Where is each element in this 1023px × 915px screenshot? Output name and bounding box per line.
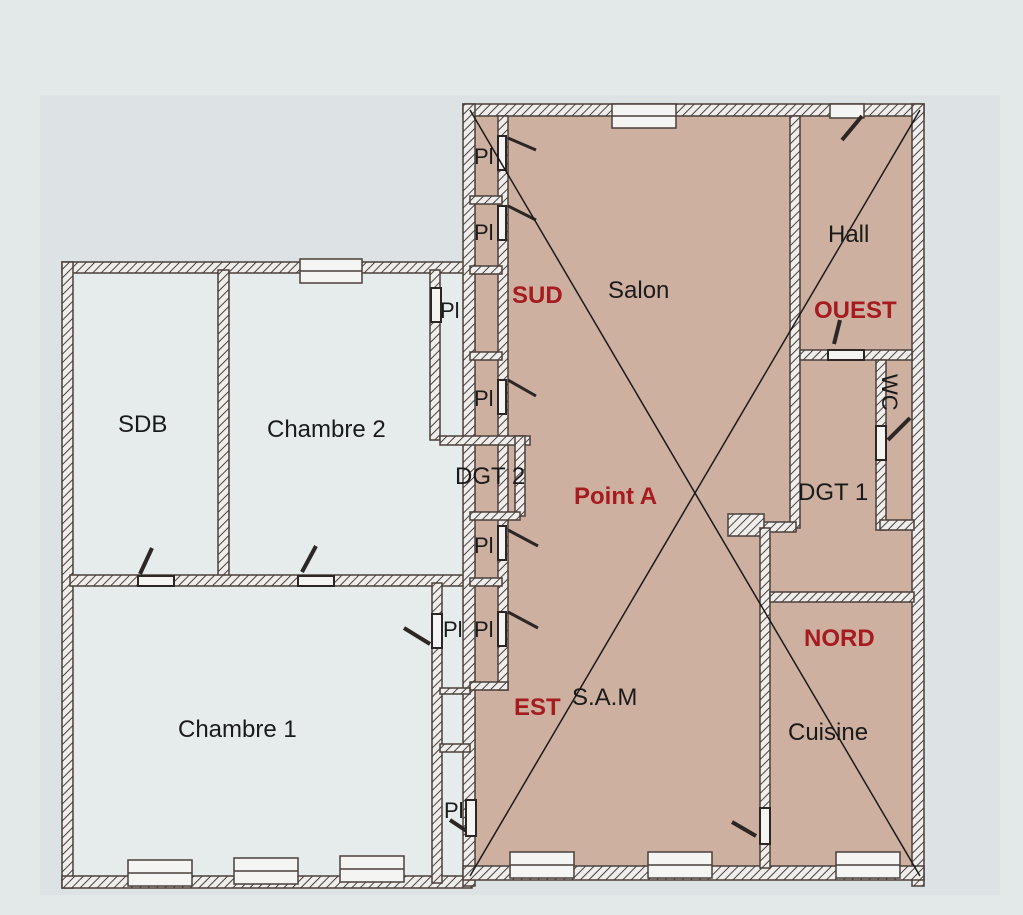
room-label-cuisine: Cuisine: [788, 719, 868, 746]
diagonal-top-right-to-bottom-left: [469, 109, 921, 877]
closet-label-4: Pl: [474, 386, 494, 411]
orientation-nord: NORD: [804, 625, 875, 652]
orientation-ouest: OUEST: [814, 297, 897, 324]
closet-label-8: Pl: [444, 798, 464, 823]
room-label-hall: Hall: [828, 221, 869, 248]
room-label-dgt2: DGT 2: [455, 463, 525, 490]
room-label-salon: Salon: [608, 277, 669, 304]
room-label-dgt1: DGT 1: [798, 479, 868, 506]
orientation-est: EST: [514, 694, 561, 721]
room-label-wc: WC: [877, 374, 902, 411]
closet-label-2: Pl: [474, 220, 494, 245]
room-label-chambre1: Chambre 1: [178, 716, 297, 743]
door-cuisine: [759, 807, 771, 845]
closet-doors: [430, 135, 539, 837]
door-wc: [875, 425, 887, 461]
orientation-sud: SUD: [512, 282, 563, 309]
diagonal-lines: [469, 109, 921, 877]
door-sdb: [137, 575, 175, 587]
doors: [137, 114, 912, 845]
room-label-chambre2: Chambre 2: [267, 416, 386, 443]
room-label-sdb: SDB: [118, 411, 167, 438]
closet-label-3: Pl: [440, 298, 460, 323]
closet-label-5: Pl: [474, 533, 494, 558]
closet-label-6: Pl: [443, 617, 463, 642]
center-point-label: Point A: [574, 483, 657, 510]
left-wing-floor: [62, 262, 468, 886]
closet-label-1: Pl: [474, 144, 494, 169]
door-hall: [827, 349, 865, 361]
room-label-sam: S.A.M: [572, 684, 637, 711]
window-hall-top: [829, 103, 865, 119]
door-chambre2: [297, 575, 335, 587]
windows: [127, 103, 901, 887]
closet-label-7: Pl: [474, 617, 494, 642]
